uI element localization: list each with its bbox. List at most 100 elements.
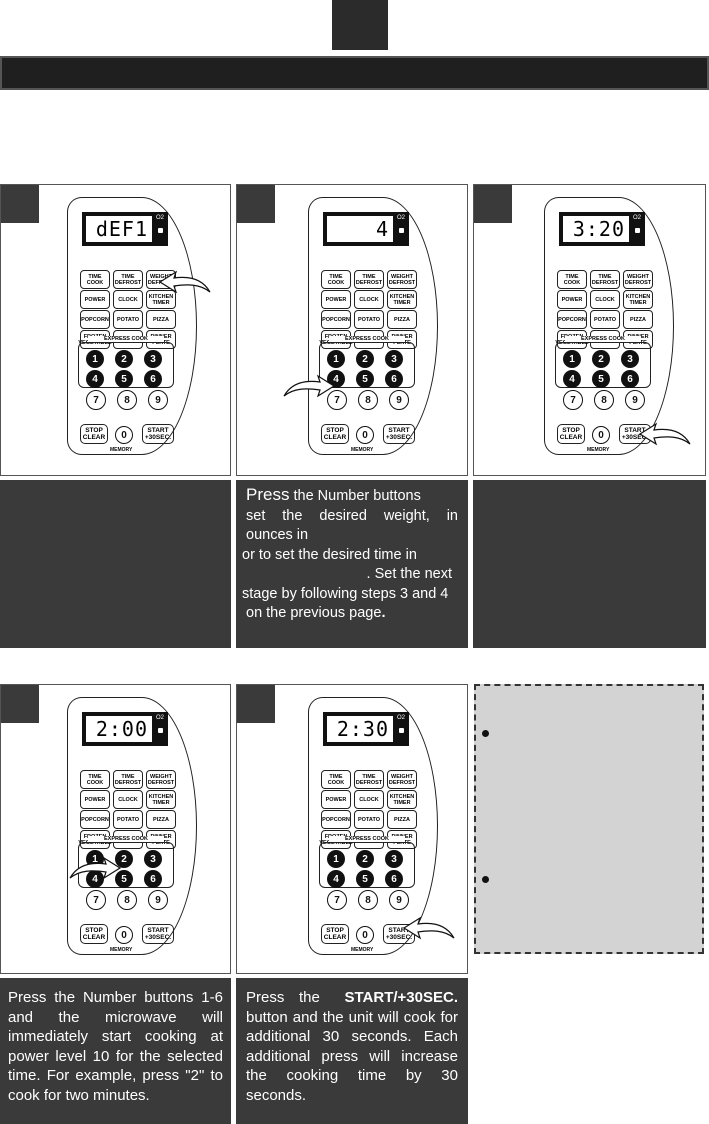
clock-button: CLOCK [113,290,143,309]
plus30-label: +30SEC. [144,434,172,441]
potato-button: POTATO [113,810,143,829]
plus30-label: +30SEC. [621,434,649,441]
number-button-9: 9 [389,890,409,910]
step-1-text-box [0,480,231,648]
express-cook-label: EXPRESS COOK [88,836,164,842]
number-button-3: 3 [621,350,639,368]
pizza-button: PIZZA [387,310,417,329]
time-defrost-button: TIME DEFROST [354,270,384,289]
pointer-arrow-icon [158,270,211,294]
pointer-arrow-icon [402,916,455,940]
kitchen-timer-button: KITCHEN TIMER [146,290,176,309]
text-line: . Set the next [366,566,452,582]
display-readout: 3:20 [563,216,629,242]
potato-button: POTATO [354,810,384,829]
potato-button: POTATO [113,310,143,329]
period: . [381,605,386,621]
number-button-7: 7 [327,390,347,410]
text-line: stage by following steps 3 and 4 [242,585,449,602]
number-button-5: 5 [115,870,133,888]
express-cook-label: EXPRESS COOK [329,336,405,342]
pointer-arrow-icon [283,374,336,398]
number-button-5: 5 [115,370,133,388]
number-button-0: 0 [356,926,374,944]
power-button: POWER [80,290,110,309]
plus30-label: +30SEC. [385,934,413,941]
number-button-4: 4 [327,870,345,888]
number-button-4: 4 [86,870,104,888]
clear-label: CLEAR [323,934,347,941]
start-30sec-button: START+30SEC. [142,424,174,444]
popcorn-button: POPCORN [80,810,110,829]
number-button-9: 9 [389,390,409,410]
press-word: Press [246,485,290,504]
bullet-icon [482,730,489,737]
pointer-arrow-icon [69,856,122,880]
number-button-0: 0 [115,426,133,444]
time-cook-button: TIME COOK [321,770,351,789]
number-button-7: 7 [86,890,106,910]
clock-button: CLOCK [354,790,384,809]
bullet-icon [482,876,489,883]
number-button-6: 6 [385,370,403,388]
start-label: START [147,427,169,434]
text-line: button and the unit will cook for additi… [246,1008,458,1104]
start-button-ref: START/+30SEC. [344,989,458,1006]
number-button-8: 8 [117,390,137,410]
clear-label: CLEAR [323,434,347,441]
pointer-arrow-icon [638,422,691,446]
number-button-6: 6 [385,870,403,888]
kitchen-timer-button: KITCHEN TIMER [387,290,417,309]
stop-label: STOP [85,927,103,934]
indicator-dot [635,228,640,233]
display-readout: dEF1 [86,216,152,242]
number-button-3: 3 [144,350,162,368]
number-button-5: 5 [356,870,374,888]
power-button: POWER [321,790,351,809]
number-button-0: 0 [115,926,133,944]
start-label: START [624,427,646,434]
number-button-2: 2 [115,350,133,368]
popcorn-button: POPCORN [321,810,351,829]
clock-button: CLOCK [354,290,384,309]
express-cook-label: EXPRESS COOK [565,336,641,342]
stop-label: STOP [326,427,344,434]
kitchen-timer-button: KITCHEN TIMER [146,790,176,809]
number-button-3: 3 [385,850,403,868]
number-button-2: 2 [592,350,610,368]
number-button-0: 0 [592,426,610,444]
step-number-badge [474,185,512,223]
step-number-badge [237,685,275,723]
step-number-badge [237,185,275,223]
start-30sec-button: START+30SEC. [383,424,415,444]
number-button-8: 8 [358,890,378,910]
number-button-7: 7 [327,890,347,910]
number-button-3: 3 [385,350,403,368]
number-button-5: 5 [592,370,610,388]
weight-defrost-button: WEIGHT DEFROST [146,770,176,789]
number-button-6: 6 [144,370,162,388]
number-button-1: 1 [327,850,345,868]
